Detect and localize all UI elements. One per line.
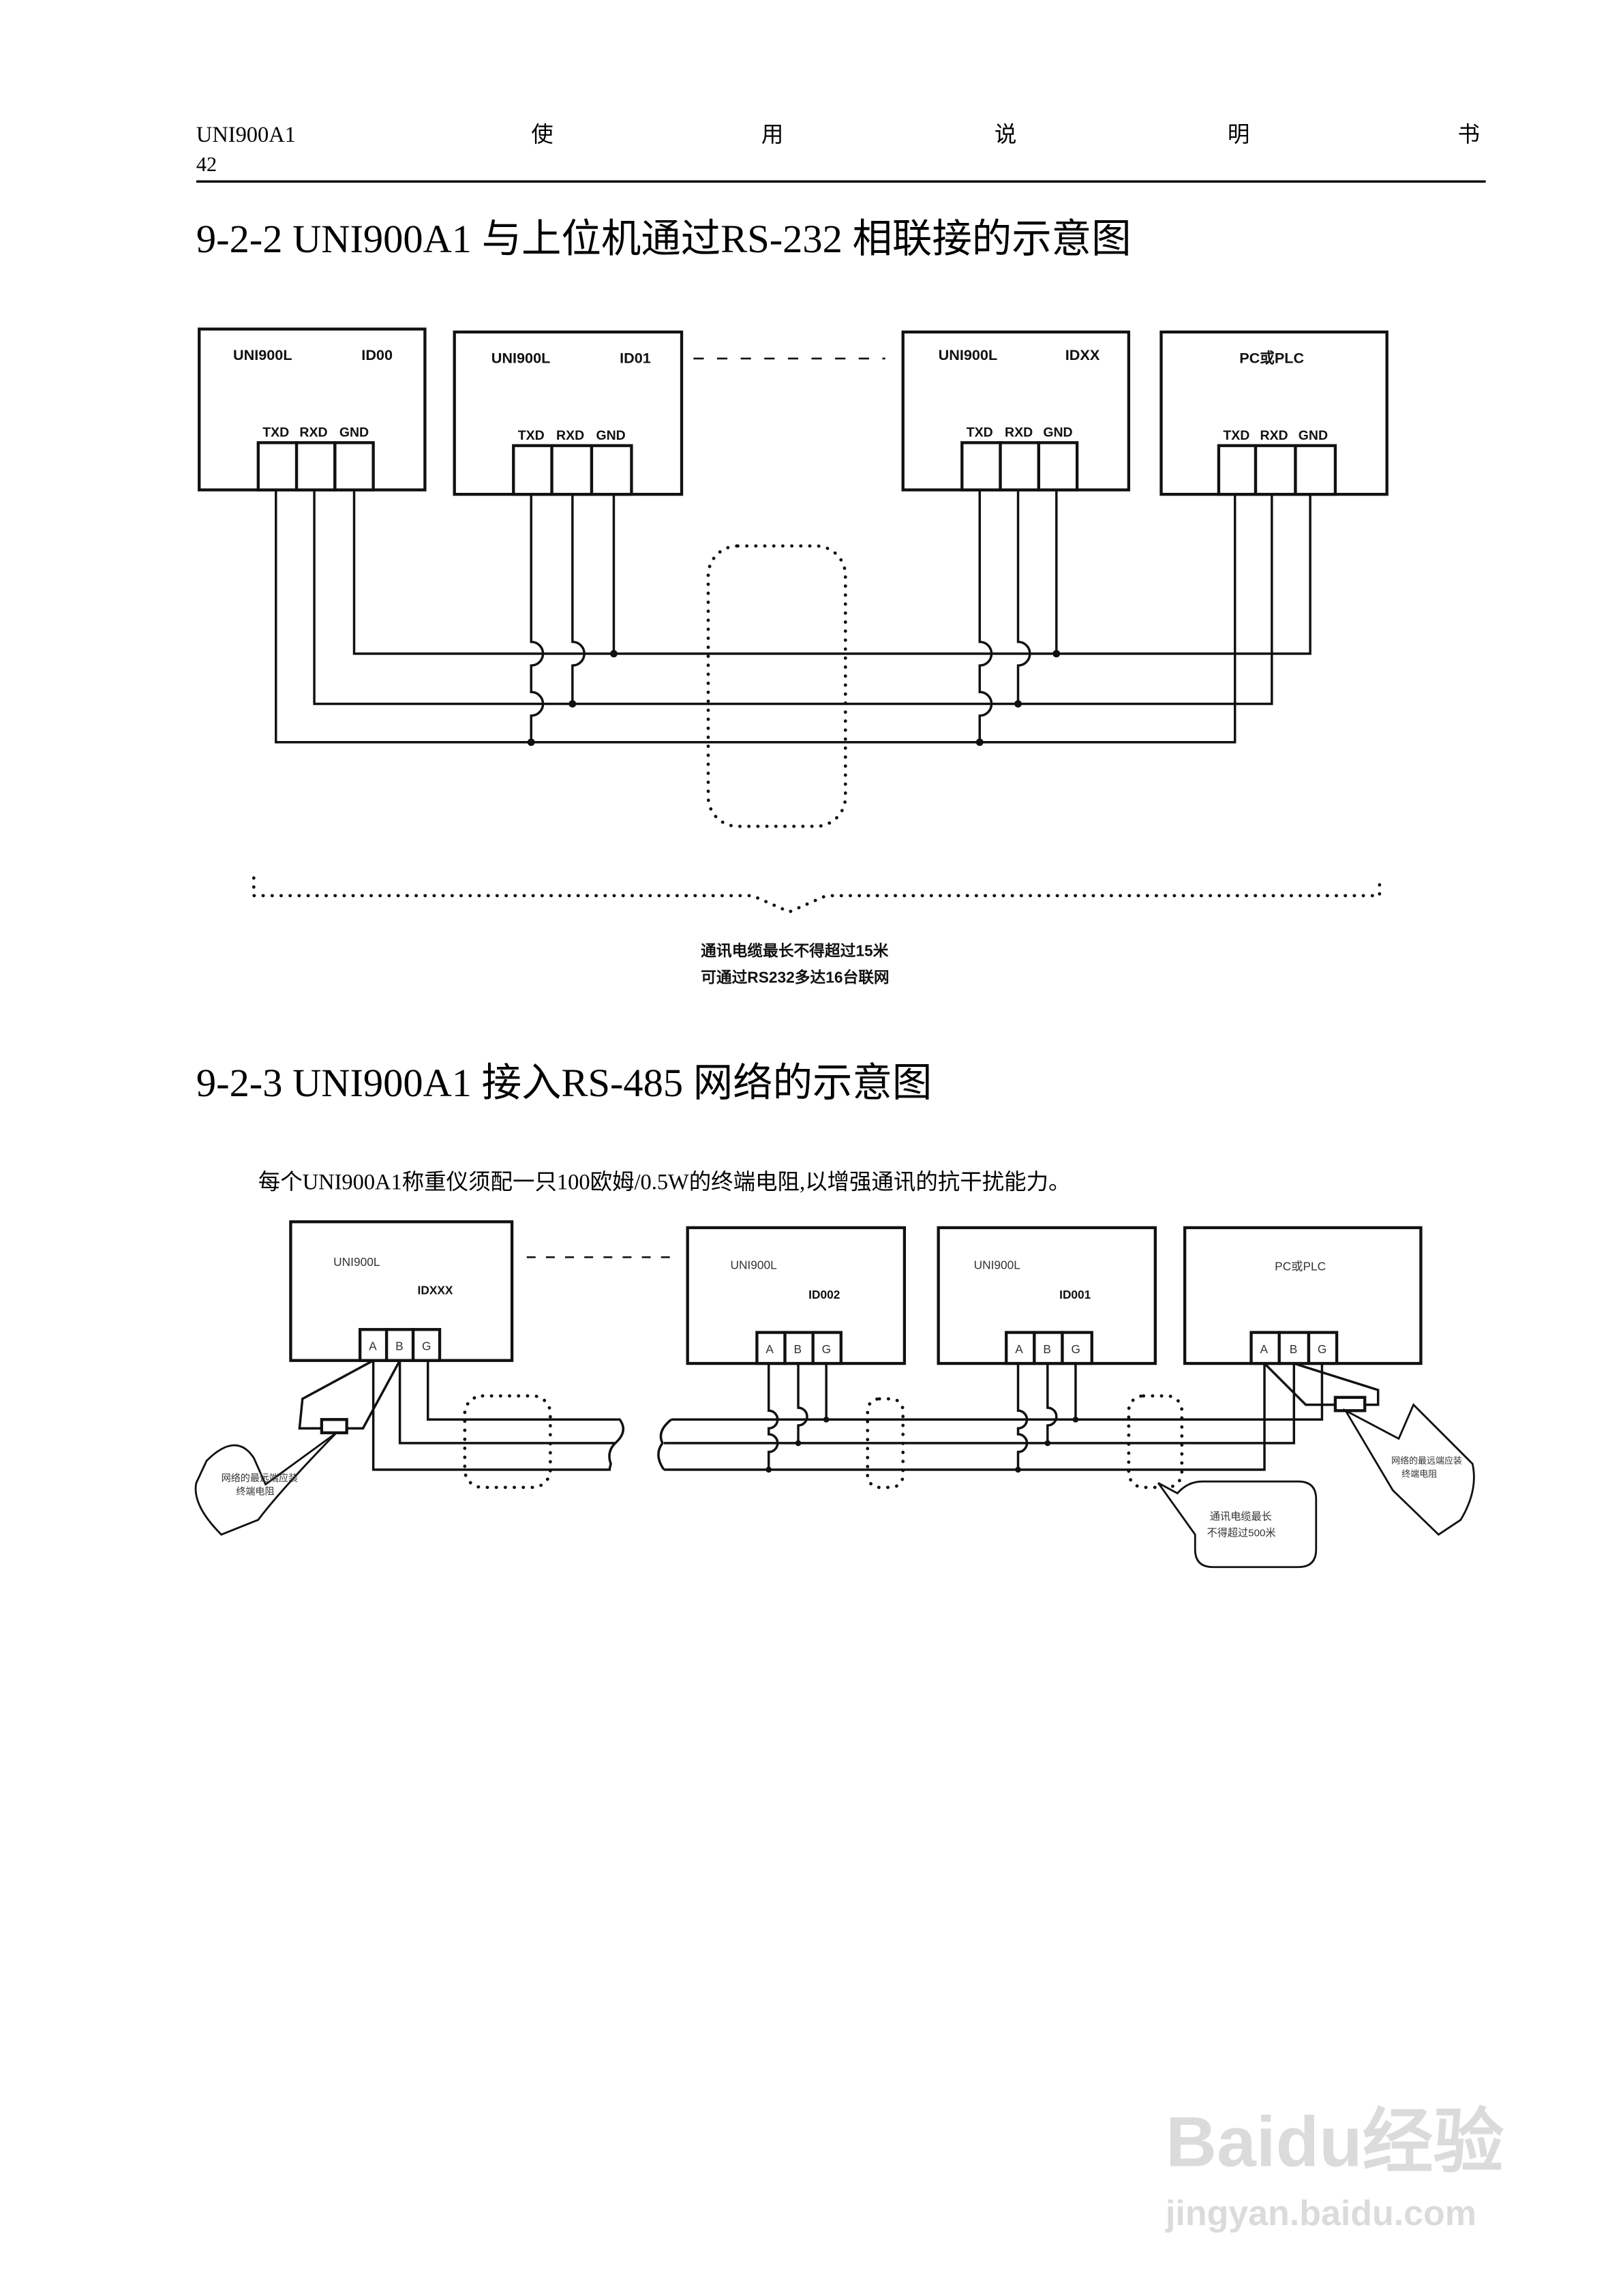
- device-id: ID002: [808, 1288, 840, 1301]
- device-model: UNI900L: [233, 346, 292, 363]
- callout-text: 网络的最远端应装: [222, 1472, 298, 1483]
- watermark-brand: Baidu经验: [1166, 2103, 1504, 2182]
- terminal-label-g: G: [1071, 1342, 1080, 1356]
- device-box-id01: UNI900L ID01 TXD RXD GND: [453, 330, 684, 496]
- callout-text: 网络的最远端应装: [1391, 1455, 1462, 1466]
- header-char: 使: [531, 122, 553, 147]
- device-id: ID00: [361, 346, 393, 363]
- cable-length-brace: [252, 876, 1382, 914]
- rs232-note-line: 可通过RS232多达16台联网: [701, 969, 890, 986]
- device-box-idxxx: UNI900L IDXXX A B G: [289, 1220, 514, 1362]
- rs232-note-line: 通讯电缆最长不得超过15米: [701, 942, 888, 960]
- cable-length-callout: 通讯电缆最长 不得超过500米: [1157, 1480, 1318, 1569]
- terminal-label-txd: TXD: [1223, 428, 1249, 443]
- terminal-label-g: G: [822, 1342, 831, 1356]
- header-char: 书: [1458, 123, 1480, 147]
- device-box-id002: UNI900L ID002 A B G: [686, 1226, 907, 1365]
- callout-text: 不得超过500米: [1207, 1527, 1276, 1539]
- callout-text: 终端电阻: [236, 1486, 274, 1497]
- terminal-label-b: B: [1043, 1342, 1051, 1356]
- section-heading-rs232: 9-2-2 UNI900A1 与上位机通过RS-232 相联接的示意图: [196, 217, 1132, 261]
- resistor-callout-left: 网络的最远端应装 终端电阻: [194, 1432, 337, 1536]
- header-char: 用: [761, 123, 783, 147]
- page-number: 42: [196, 153, 217, 176]
- callout-text: 终端电阻: [1401, 1469, 1437, 1479]
- callout-text: 通讯电缆最长: [1210, 1511, 1272, 1522]
- device-box-idxx: UNI900L IDXX TXD RXD GND: [901, 330, 1131, 492]
- terminal-label-gnd: GND: [596, 428, 625, 443]
- terminal-label-a: A: [1260, 1342, 1269, 1356]
- device-id: ID01: [620, 349, 651, 366]
- terminal-label-txd: TXD: [518, 428, 545, 443]
- rs485-diagram: UNI900L IDXXX A B G UNI900L ID002 A B G …: [194, 1220, 1475, 1569]
- device-model: UNI900L: [730, 1258, 777, 1271]
- terminal-label-a: A: [369, 1340, 377, 1353]
- resistor-callout-right: 网络的最远端应装 终端电阻: [1343, 1403, 1475, 1536]
- terminating-resistor: [1333, 1395, 1367, 1413]
- terminal-label-rxd: RXD: [1260, 428, 1288, 443]
- terminal-label-txd: TXD: [262, 425, 289, 440]
- terminal-label-b: B: [395, 1340, 404, 1353]
- device-model: PC或PLC: [1275, 1260, 1326, 1273]
- device-box-id001: UNI900L ID001 A B G: [937, 1226, 1157, 1365]
- section-heading-rs485: 9-2-3 UNI900A1 接入RS-485 网络的示意图: [196, 1061, 932, 1105]
- doc-code: UNI900A1: [196, 123, 296, 147]
- baidu-jingyan-watermark: Baidu经验 jingyan.baidu.com: [1165, 2103, 1504, 2234]
- terminal-label-txd: TXD: [967, 425, 993, 440]
- terminal-label-g: G: [1318, 1342, 1326, 1356]
- cable-shield-marker: [1127, 1394, 1184, 1490]
- page-header: UNI900A1 42 使 用 说 明 书: [196, 122, 1486, 183]
- terminal-label-a: A: [1015, 1342, 1023, 1356]
- terminal-label-b: B: [1290, 1342, 1298, 1356]
- rs485-wiring: [298, 1359, 1380, 1473]
- terminal-label-gnd: GND: [1043, 425, 1072, 440]
- terminal-label-gnd: GND: [339, 425, 369, 440]
- device-model: UNI900L: [333, 1255, 380, 1269]
- device-model: UNI900L: [491, 349, 551, 366]
- terminal-label-rxd: RXD: [1005, 425, 1033, 440]
- terminal-label-rxd: RXD: [299, 425, 327, 440]
- device-id: IDXXX: [418, 1283, 453, 1297]
- device-box-pc-plc: PC或PLC TXD RXD GND: [1159, 330, 1389, 496]
- terminal-label-a: A: [765, 1342, 774, 1356]
- watermark-url: jingyan.baidu.com: [1165, 2194, 1476, 2233]
- cable-shield-marker: [706, 544, 847, 828]
- resistor-instruction: 每个UNI900A1称重仪须配一只100欧姆/0.5W的终端电阻,以增强通讯的抗…: [258, 1170, 1071, 1195]
- terminal-label-gnd: GND: [1299, 428, 1328, 443]
- terminal-label-b: B: [794, 1342, 802, 1356]
- cable-shield-marker: [866, 1397, 905, 1490]
- device-model: UNI900L: [939, 346, 998, 363]
- device-id: IDXX: [1065, 346, 1100, 363]
- device-box-pc-plc: PC或PLC A B G: [1183, 1226, 1423, 1365]
- header-char: 明: [1228, 123, 1249, 147]
- terminating-resistor: [320, 1418, 348, 1434]
- device-id: ID001: [1059, 1288, 1091, 1301]
- terminal-label-rxd: RXD: [556, 428, 584, 443]
- rs232-wiring: [275, 489, 1311, 746]
- cable-shield-marker: [463, 1394, 552, 1490]
- device-model: UNI900L: [974, 1258, 1021, 1271]
- device-box-id00: UNI900L ID00 TXD RXD GND: [198, 327, 427, 492]
- terminal-label-g: G: [422, 1340, 431, 1353]
- header-char: 说: [995, 122, 1016, 147]
- device-model: PC或PLC: [1239, 349, 1304, 366]
- rs232-diagram: UNI900L ID00 TXD RXD GND UNI900L ID01 TX…: [198, 327, 1389, 986]
